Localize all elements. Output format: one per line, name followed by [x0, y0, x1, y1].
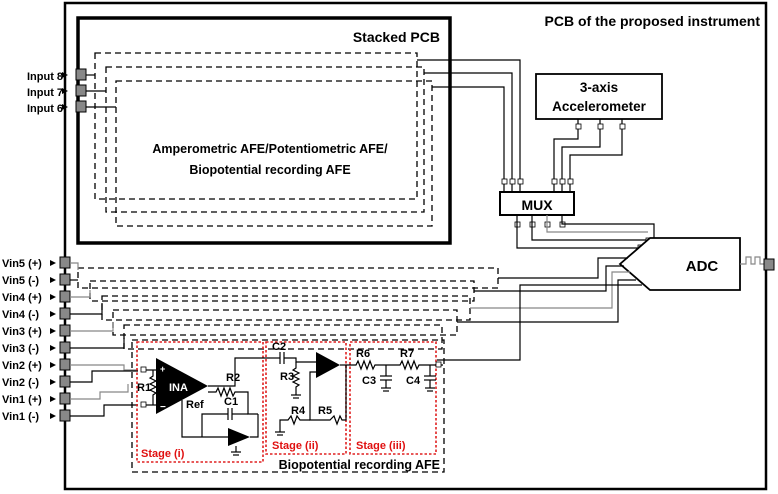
afe-channel-boards [77, 267, 499, 350]
vin2-minus-label: Vin2 (-) [2, 377, 39, 389]
mux-box [499, 191, 575, 216]
vin1-minus-label: Vin1 (-) [2, 411, 39, 423]
vin3-plus-label: Vin3 (+) [2, 326, 42, 338]
afe-text-line1: Amperometric AFE/Potentiometric AFE/ [152, 142, 388, 156]
vin2-plus-label: Vin2 (+) [2, 360, 42, 372]
r1-resistor [148, 370, 158, 405]
svg-text:−: − [160, 402, 166, 413]
c2-label: C2 [272, 341, 286, 353]
stage-iii-circuit [346, 359, 443, 392]
stage-i-box [136, 341, 264, 463]
ina-input-pins [140, 366, 156, 408]
digital-output-waveform [740, 256, 764, 265]
pcb-title: PCB of the proposed instrument [545, 13, 761, 29]
adc-output-connector [763, 258, 775, 271]
r4-label: R4 [291, 405, 306, 417]
c1-label: C1 [224, 396, 238, 408]
afe-detail-box [131, 339, 445, 473]
ref-label: Ref [186, 399, 204, 411]
vin5-plus-label: Vin5 (+) [2, 258, 42, 270]
vin3-minus-label: Vin3 (-) [2, 343, 39, 355]
stacked-to-mux-wires [417, 59, 521, 192]
ina-amplifier: + − [156, 358, 208, 414]
r6-label: R6 [356, 348, 370, 360]
r3-label: R3 [280, 371, 294, 383]
accelerometer-line2: Accelerometer [552, 99, 647, 114]
c4-label: C4 [406, 375, 421, 387]
adc-label: ADC [686, 258, 719, 275]
r2-label: R2 [226, 372, 240, 384]
stage-ii-circuit [270, 352, 347, 436]
svg-text:+: + [160, 364, 165, 374]
stage-ii-label: Stage (ii) [272, 440, 319, 452]
input-8-label: Input 8 [27, 71, 63, 83]
r7-label: R7 [400, 348, 414, 360]
mux-to-adc-wires [516, 215, 655, 251]
r5-label: R5 [318, 405, 332, 417]
stage-i-feedback [181, 357, 270, 456]
r1-label: R1 [137, 382, 151, 394]
vin-connectors [50, 256, 71, 422]
accelerometer-box [535, 73, 663, 120]
input-6-label: Input 6 [27, 103, 63, 115]
c3-label: C3 [362, 375, 376, 387]
mux-label: MUX [521, 197, 553, 213]
stage-i-label: Stage (i) [141, 448, 185, 460]
stacked-pcb-box [76, 16, 452, 245]
vin-wires [70, 262, 138, 417]
vin1-plus-label: Vin1 (+) [2, 394, 42, 406]
stage-ii-box [265, 341, 347, 455]
afe-detail-title: Biopotential recording AFE [279, 458, 440, 472]
pcb-border [63, 1, 768, 491]
board-to-adc-wires [437, 257, 642, 361]
stage-iii-label: Stage (iii) [356, 440, 406, 452]
vin4-plus-label: Vin4 (+) [2, 292, 42, 304]
stage-iii-box [349, 341, 437, 455]
accelerometer-to-mux-wires [553, 119, 626, 192]
stacked-afe-boards [94, 52, 433, 227]
stacked-pcb-title: Stacked PCB [353, 29, 440, 45]
ina-label: INA [169, 382, 188, 394]
input-connectors [62, 68, 116, 113]
accelerometer-line1: 3-axis [580, 80, 618, 95]
vin4-minus-label: Vin4 (-) [2, 309, 39, 321]
vin5-minus-label: Vin5 (-) [2, 275, 39, 287]
afe-text-line2: Biopotential recording AFE [189, 163, 350, 177]
input-7-label: Input 7 [27, 87, 63, 99]
